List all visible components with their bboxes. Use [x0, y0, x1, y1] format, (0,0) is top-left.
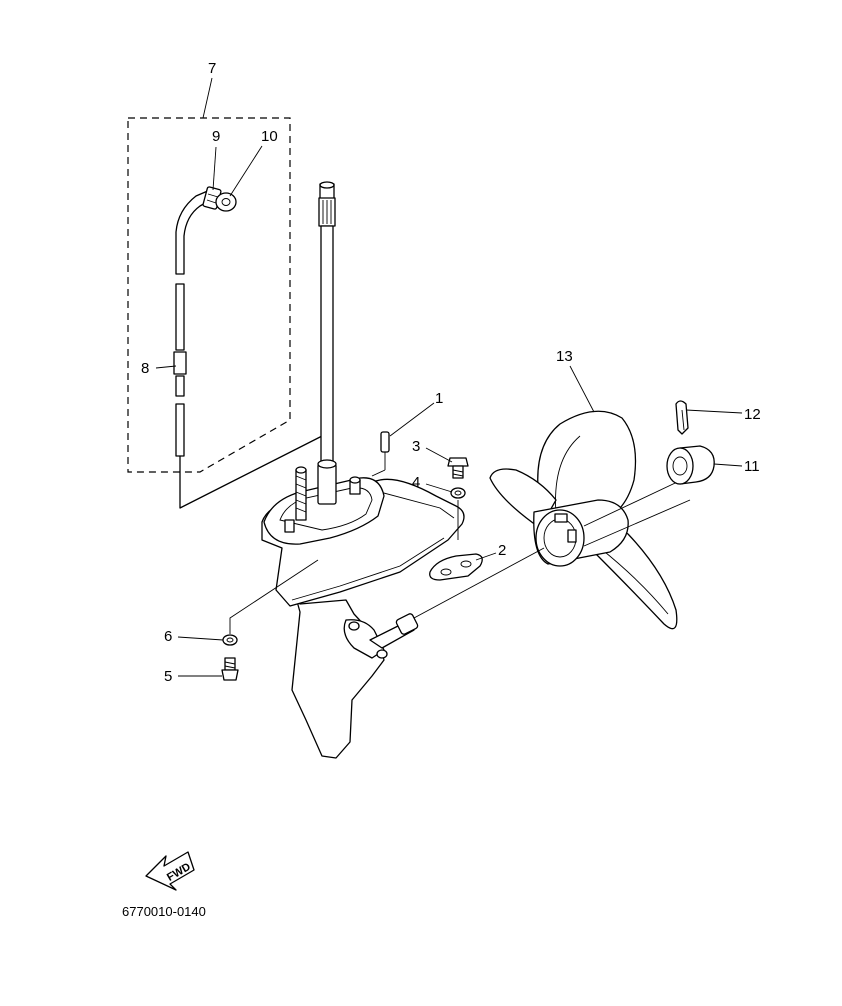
callout-6: 6	[164, 628, 172, 645]
callout-10: 10	[261, 128, 278, 145]
group-7-dashed-box	[127, 117, 291, 473]
bolt-3	[447, 457, 469, 479]
lower-unit-housing	[261, 459, 465, 759]
cotter-pin	[675, 400, 689, 435]
mounting-studs	[284, 459, 361, 533]
callout-11: 11	[744, 458, 760, 475]
callouts: 7 9 10 8 1 3 4 2 6 5 13 12 11	[141, 60, 761, 685]
callout-3: 3	[412, 438, 420, 455]
propeller	[489, 410, 691, 630]
bolt-5	[221, 657, 239, 681]
dowel-pin	[371, 431, 390, 477]
callout-8: 8	[141, 360, 149, 377]
anode-2	[429, 553, 483, 581]
callout-7: 7	[208, 60, 216, 77]
part-code: 6770010-0140	[122, 904, 206, 919]
callout-1: 1	[435, 390, 443, 407]
fwd-arrow-icon: FWD	[145, 851, 195, 891]
prop-shaft-leader-line	[413, 547, 545, 619]
callout-5: 5	[164, 668, 172, 685]
callout-12: 12	[744, 406, 761, 423]
callout-4: 4	[412, 474, 420, 491]
propeller-shaft	[348, 613, 419, 659]
shift-rod-leader-line	[179, 433, 327, 509]
propeller-nut	[666, 445, 715, 485]
shift-rod	[173, 189, 215, 457]
drive-shaft	[318, 181, 336, 463]
washer-4	[450, 487, 466, 540]
rod-grommet	[215, 192, 237, 212]
callout-13: 13	[556, 348, 573, 365]
callout-2: 2	[498, 542, 506, 559]
shift-rod-assembly-group	[127, 117, 327, 509]
callout-9: 9	[212, 128, 220, 145]
